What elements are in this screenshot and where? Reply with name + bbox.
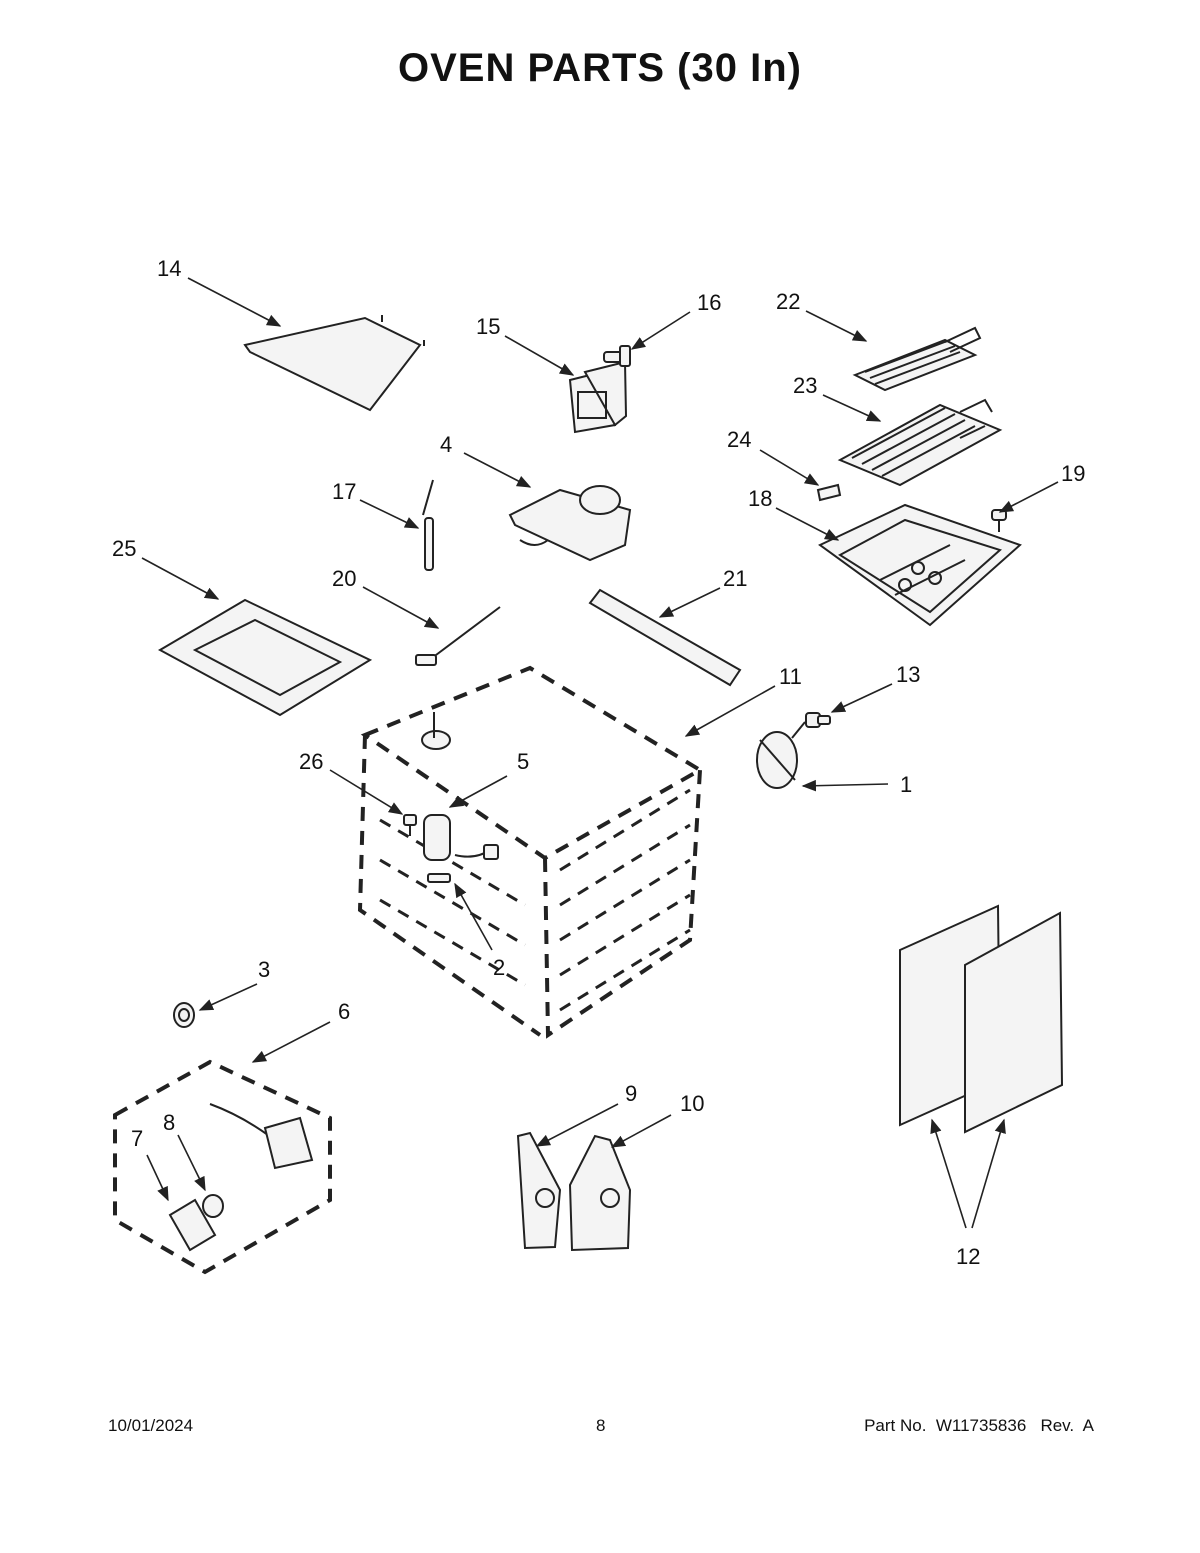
part-16-screw <box>603 345 631 367</box>
part-24-bracket <box>816 483 842 502</box>
callout-6: 6 <box>338 999 350 1024</box>
part-12-panels <box>899 904 1064 1134</box>
callout-11: 11 <box>779 664 802 689</box>
footer-date: 10/01/2024 <box>108 1416 194 1435</box>
callout-10: 10 <box>680 1091 704 1116</box>
part-3-knob <box>173 1002 195 1028</box>
part-17-probe <box>422 479 434 571</box>
callouts: 1 2 3 4 5 6 7 8 9 10 11 12 13 14 15 16 1… <box>112 256 1085 1269</box>
callout-16: 16 <box>697 290 721 315</box>
callout-14: 14 <box>157 256 181 281</box>
part-14-panel <box>243 315 425 412</box>
footer-part-number: Part No. W11735836 Rev. A <box>864 1416 1094 1435</box>
page-title: OVEN PARTS (30 In) <box>398 46 802 90</box>
part-15-vent-box <box>568 360 628 434</box>
callout-9: 9 <box>625 1081 637 1106</box>
part-21-strip <box>588 588 742 687</box>
callout-8: 8 <box>163 1110 175 1135</box>
part-1-thermostat <box>756 721 806 789</box>
callout-7: 7 <box>131 1126 143 1151</box>
callout-12: 12 <box>956 1244 980 1269</box>
callout-19: 19 <box>1061 461 1085 486</box>
callout-1: 1 <box>900 772 912 797</box>
callout-18: 18 <box>748 486 772 511</box>
callout-24: 24 <box>727 427 751 452</box>
part-22-broil-element <box>852 326 982 392</box>
callout-21: 21 <box>723 566 747 591</box>
part-20-sensor <box>415 606 501 666</box>
callout-2: 2 <box>493 955 505 980</box>
part-2-clip <box>427 873 451 883</box>
part-18-pan <box>818 503 1022 627</box>
part-13-screw <box>805 712 831 728</box>
leader-lines <box>141 277 1059 1229</box>
part-4-latch-assembly <box>508 485 632 562</box>
part-5-fan-motor <box>423 814 499 861</box>
callout-4: 4 <box>440 432 452 457</box>
footer-page-number: 8 <box>596 1416 606 1435</box>
callout-20: 20 <box>332 566 356 591</box>
part-25-rack <box>157 598 373 717</box>
part-7-lens <box>168 1198 217 1252</box>
callout-22: 22 <box>776 289 800 314</box>
part-6-lamp-kit <box>113 1059 332 1275</box>
callout-3: 3 <box>258 957 270 982</box>
callout-13: 13 <box>896 662 920 687</box>
part-9-hinge <box>516 1131 562 1250</box>
callout-5: 5 <box>517 749 529 774</box>
part-19-screw <box>991 509 1007 532</box>
part-26-screw <box>403 814 417 836</box>
callout-26: 26 <box>299 749 323 774</box>
callout-17: 17 <box>332 479 356 504</box>
part-10-hinge <box>568 1134 632 1252</box>
part-11-oven-cavity <box>357 665 704 1039</box>
callout-15: 15 <box>476 314 500 339</box>
part-23-bake-element <box>837 398 1003 487</box>
callout-23: 23 <box>793 373 817 398</box>
callout-25: 25 <box>112 536 136 561</box>
part-8-bulb <box>202 1194 224 1218</box>
